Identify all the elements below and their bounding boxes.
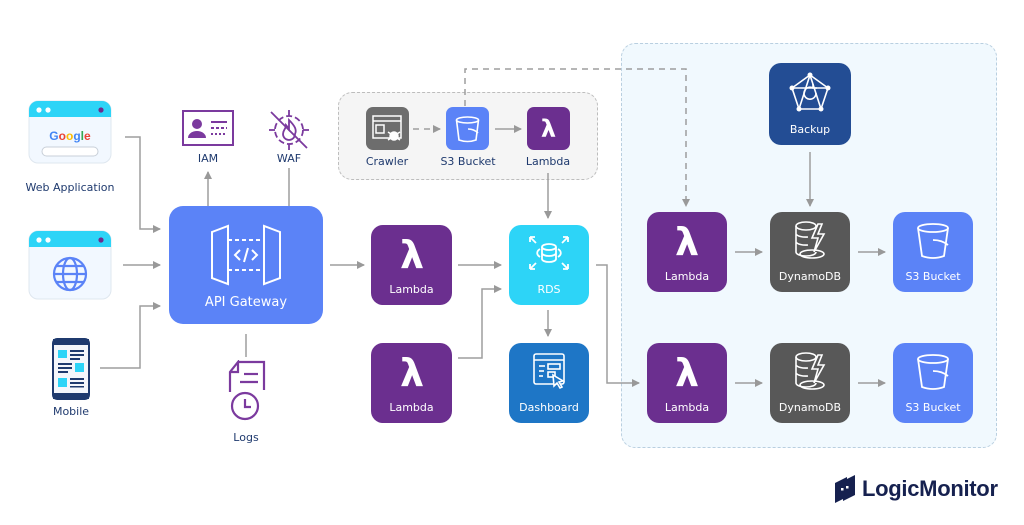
log-file-clock-icon [228,358,266,421]
lambda-icon: λ [399,233,423,273]
row1-dynamodb-node[interactable]: DynamoDB [770,212,850,292]
dashboard-icon [533,353,566,390]
svg-text:λ: λ [399,351,423,391]
crawler-label: Crawler [365,155,409,168]
backup-icon [789,72,831,112]
logo-text: LogicMonitor [862,476,998,501]
connector-rds-lambda-row2 [596,264,640,387]
api-gateway-label: API Gateway [204,295,288,310]
lambda-bottom-label: Lambda [389,401,434,414]
crawler-s3-label: S3 Bucket [440,155,496,168]
mobile-client[interactable] [52,338,90,400]
google-browser-icon: Google [28,100,112,164]
rds-icon [529,236,569,270]
connector-lambda2-rds [458,285,502,359]
bucket-icon [455,116,480,143]
crawler-icon [372,115,402,141]
waf-node[interactable] [267,108,311,152]
logicmonitor-logo-icon [835,475,855,503]
web-application-client[interactable]: Google [28,100,112,164]
connector-mobile-apigw [100,302,161,369]
lambda-bottom-node[interactable]: λ Lambda [371,343,452,423]
dashboard-label: Dashboard [519,401,579,414]
crawler-lambda-label: Lambda [525,155,571,168]
waf-label: WAF [276,152,302,165]
mobile-app-icon [52,338,90,400]
row1-s3-label: S3 Bucket [905,270,961,283]
svg-text:λ: λ [399,233,423,273]
row2-s3-node[interactable]: S3 Bucket [893,343,973,423]
logs-node[interactable] [226,358,268,422]
row2-s3-label: S3 Bucket [905,401,961,414]
rds-label: RDS [537,283,561,296]
svg-text:λ: λ [541,115,556,143]
web-application-label: Web Application [25,181,115,194]
connector-s3-lambda-row1 [464,68,690,207]
dynamodb-icon [795,221,826,259]
bucket-icon [917,223,949,259]
lambda-top-label: Lambda [389,283,434,296]
crawler-s3-node[interactable] [446,107,489,150]
mobile-label: Mobile [52,405,90,418]
lambda-top-node[interactable]: λ Lambda [371,225,452,305]
row1-dynamodb-label: DynamoDB [778,270,842,283]
row2-lambda-label: Lambda [664,401,710,414]
rds-node[interactable]: RDS [509,225,589,305]
backup-node[interactable]: Backup [769,63,851,145]
backup-label: Backup [789,123,831,136]
bucket-icon [917,354,949,390]
logicmonitor-logo: LogicMonitor [833,474,998,504]
crawler-lambda-node[interactable]: λ [527,107,570,150]
id-card-icon [182,110,234,146]
crawler-node[interactable] [366,107,409,150]
row1-s3-node[interactable]: S3 Bucket [893,212,973,292]
firewall-icon [269,110,309,150]
row2-dynamodb-node[interactable]: DynamoDB [770,343,850,423]
lambda-icon: λ [675,351,699,391]
iam-label: IAM [197,152,219,165]
logs-label: Logs [233,431,259,444]
connector-webapp-apigw [125,136,161,233]
dashboard-node[interactable]: Dashboard [509,343,589,423]
browser-client[interactable] [28,230,112,300]
dynamodb-icon [795,352,826,390]
svg-text:λ: λ [675,220,699,260]
svg-text:Google: Google [49,129,91,143]
api-gateway-icon [211,224,281,286]
row2-lambda-node[interactable]: λ Lambda [647,343,727,423]
row1-lambda-label: Lambda [664,270,710,283]
lambda-icon: λ [675,220,699,260]
row1-lambda-node[interactable]: λ Lambda [647,212,727,292]
api-gateway-node[interactable]: API Gateway [169,206,323,324]
lambda-icon: λ [541,115,556,143]
row2-dynamodb-label: DynamoDB [778,401,842,414]
globe-browser-icon [28,230,112,300]
lambda-icon: λ [399,351,423,391]
svg-text:λ: λ [675,351,699,391]
iam-node[interactable] [182,110,234,146]
